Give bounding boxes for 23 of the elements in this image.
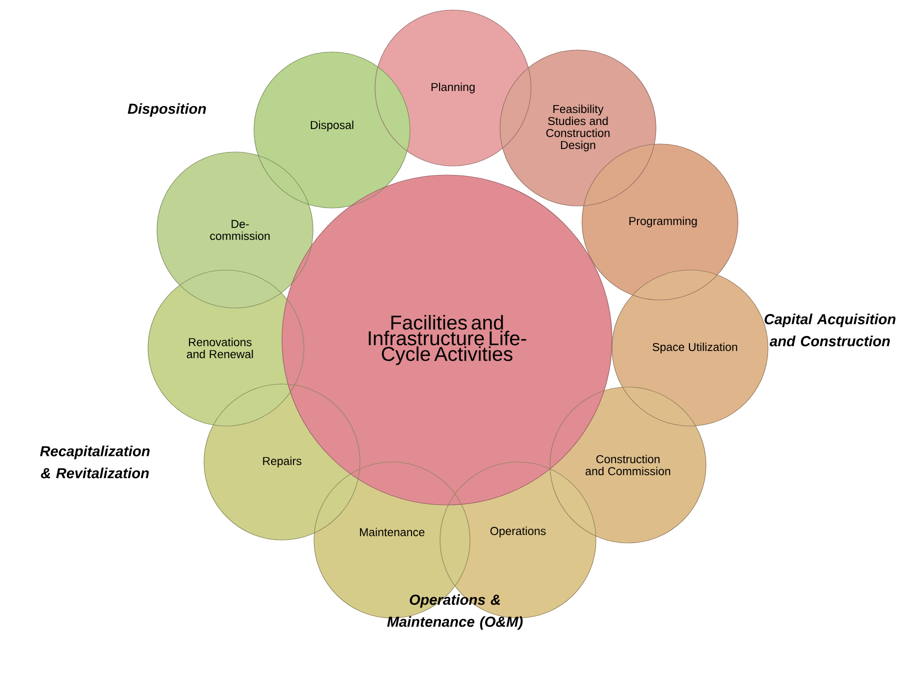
circle-label: Facilities and Infrastructure Life-Cycle Activities (368, 315, 526, 365)
activity-circle (374, 10, 532, 166)
circle-label: Repairs (263, 456, 302, 468)
circle-label: Construction and Commission (586, 454, 670, 476)
circle-label: Planning (432, 82, 475, 94)
circle-label: Feasibility Studies and Construction Design (546, 104, 610, 152)
activity-circle (254, 52, 410, 208)
circle-label: Renovations and Renewal (186, 338, 253, 358)
circle-label: Disposal (310, 120, 354, 132)
phase-label: Operations & Maintenance (O&M) (387, 594, 523, 630)
phase-label: Capital Acquisition and Construction (764, 314, 896, 346)
circle-label: De-commission (210, 220, 270, 240)
circle-label: Programming (629, 216, 697, 228)
activity-circle (148, 270, 304, 426)
phase-label: Disposition (128, 103, 206, 117)
phase-label: Recapitalization & Revitalization (40, 446, 150, 478)
activity-circle (156, 152, 314, 308)
activity-circle (204, 384, 360, 540)
circle-label: Operations (490, 526, 546, 538)
circle-label: Maintenance (360, 528, 424, 536)
circle-label: Space Utilization (652, 342, 738, 354)
activity-circle (550, 386, 706, 544)
activity-circle (500, 50, 656, 206)
